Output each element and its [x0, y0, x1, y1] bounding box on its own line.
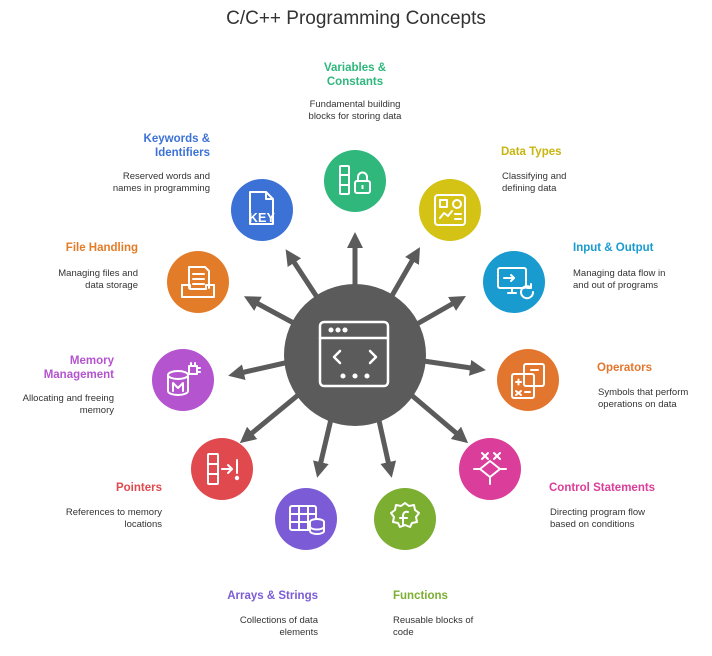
data-types-desc: Classifying and defining data [502, 171, 567, 194]
keywords-node[interactable]: KEY [231, 179, 293, 241]
io-desc: Managing data flow in and out of program… [573, 268, 666, 291]
monitor-refresh-icon [497, 267, 535, 300]
table-database-icon [289, 505, 325, 535]
memory-title: Memory Management [43, 355, 114, 381]
pointers-node[interactable] [191, 438, 253, 500]
control-node[interactable] [459, 438, 521, 500]
page-title: C/C++ Programming Concepts [226, 8, 486, 29]
control-title: Control Statements [549, 482, 656, 494]
operators-desc: Symbols that perform operations on data [598, 387, 689, 410]
calculator-icon [511, 363, 545, 399]
pointers-title: Pointers [115, 482, 162, 494]
functions-title: Functions [393, 590, 448, 602]
data-types-title: Data Types [501, 146, 562, 158]
io-node[interactable] [483, 251, 545, 313]
functions-node[interactable] [374, 488, 436, 550]
keywords-title: Keywords & Identifiers [143, 133, 210, 159]
data-types-node[interactable] [419, 179, 481, 241]
key-file-icon [249, 191, 274, 225]
arrays-title: Arrays & Strings [227, 590, 318, 602]
decision-branch-icon [473, 452, 507, 485]
files-node[interactable] [167, 251, 229, 313]
pointers-desc: References to memory locations [65, 507, 162, 530]
data-types-icon [434, 194, 466, 226]
variable-lock-icon [339, 165, 371, 195]
arrays-node[interactable] [275, 488, 337, 550]
files-desc: Managing files and data storage [58, 268, 138, 291]
memory-desc: Allocating and freeing memory [22, 393, 114, 416]
file-tray-icon [181, 266, 215, 298]
function-gear-icon [390, 502, 420, 528]
io-title: Input & Output [573, 242, 654, 254]
files-title: File Handling [65, 242, 138, 254]
keywords-desc: Reserved words and names in programming [112, 171, 210, 194]
code-window-icon [318, 320, 390, 388]
memory-node[interactable] [152, 349, 214, 411]
arrays-desc: Collections of data elements [239, 615, 318, 638]
pointer-arrow-icon [207, 453, 240, 485]
control-desc: Directing program flow based on conditio… [550, 507, 646, 530]
key-icon-label: KEY [249, 211, 276, 225]
central-hub [284, 284, 426, 426]
memory-chip-icon [167, 362, 201, 396]
variables-desc: Fundamental building blocks for storing … [308, 99, 402, 122]
operators-title: Operators [597, 362, 652, 374]
variables-title: Variables & Constants [323, 62, 386, 88]
operators-node[interactable] [497, 349, 559, 411]
variables-node[interactable] [324, 150, 386, 212]
functions-desc: Reusable blocks of code [393, 615, 474, 638]
